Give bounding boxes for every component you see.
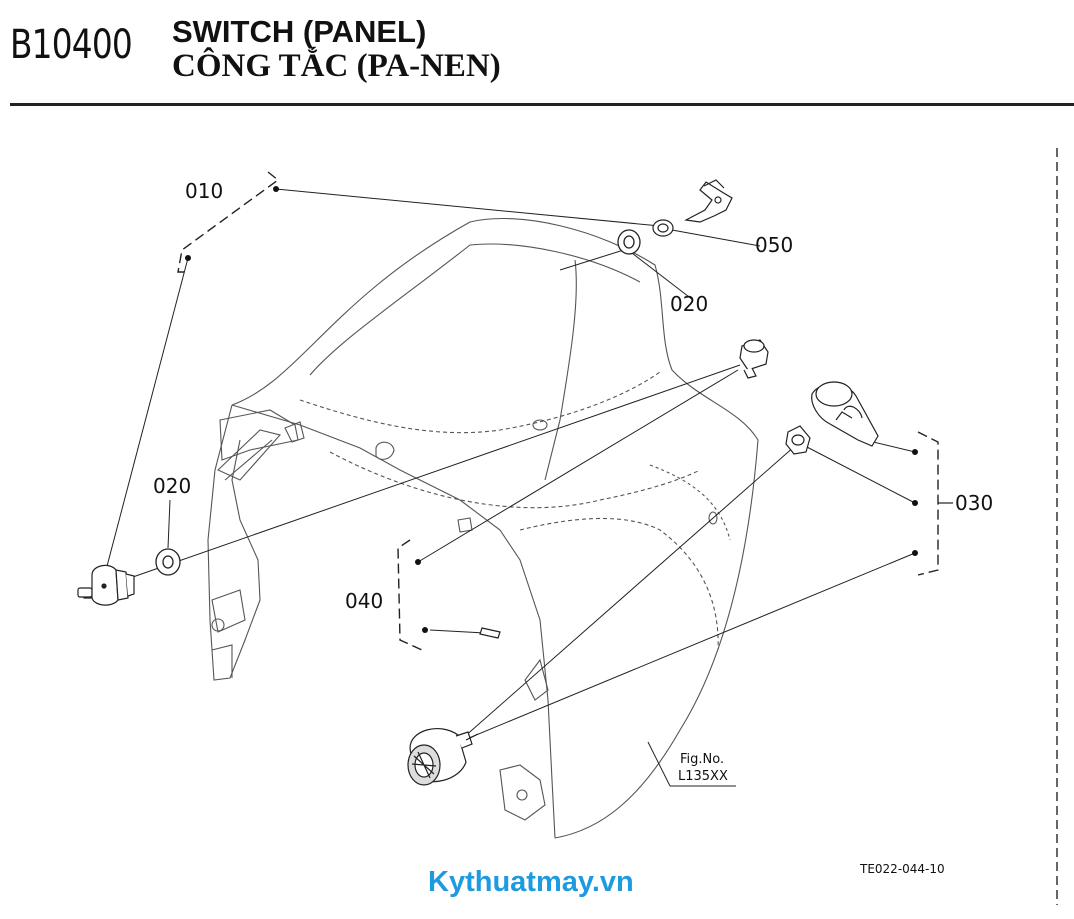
washer-020-top [617, 229, 641, 255]
bracket-040 [397, 539, 423, 651]
rotary-knob-010 [77, 564, 135, 606]
callout-020-left: 020 [153, 474, 192, 498]
callout-020-top: 020 [670, 292, 709, 316]
panel-body [207, 217, 759, 839]
header-divider [10, 103, 1074, 106]
fig-no-label: Fig.No. [680, 752, 725, 767]
drawing-code: TE022-044-10 [860, 862, 945, 876]
pin-040 [479, 627, 501, 639]
page-subtitle: CÔNG TẮC (PA-NEN) [172, 48, 501, 84]
leader-lines [105, 188, 916, 787]
page-title: SWITCH (PANEL) [172, 14, 427, 49]
fig-no-value: L135XX [678, 769, 728, 784]
lever-knob-030 [811, 381, 879, 447]
push-switch-040 [739, 339, 769, 379]
nut-030 [785, 425, 811, 455]
callout-040: 040 [345, 589, 384, 613]
key-switch-050 [652, 179, 733, 237]
bracket-030 [917, 431, 939, 576]
callout-030: 030 [955, 491, 994, 515]
leader-dots [185, 186, 918, 633]
washer-020-left [155, 548, 181, 576]
bracket-010 [177, 171, 280, 273]
watermark-logo-text: Kythuatmay.vn [428, 866, 634, 898]
rotary-switch-030 [407, 727, 479, 786]
page-code: B10400 [10, 22, 133, 68]
callout-050: 050 [755, 233, 794, 257]
callout-010: 010 [185, 179, 224, 203]
